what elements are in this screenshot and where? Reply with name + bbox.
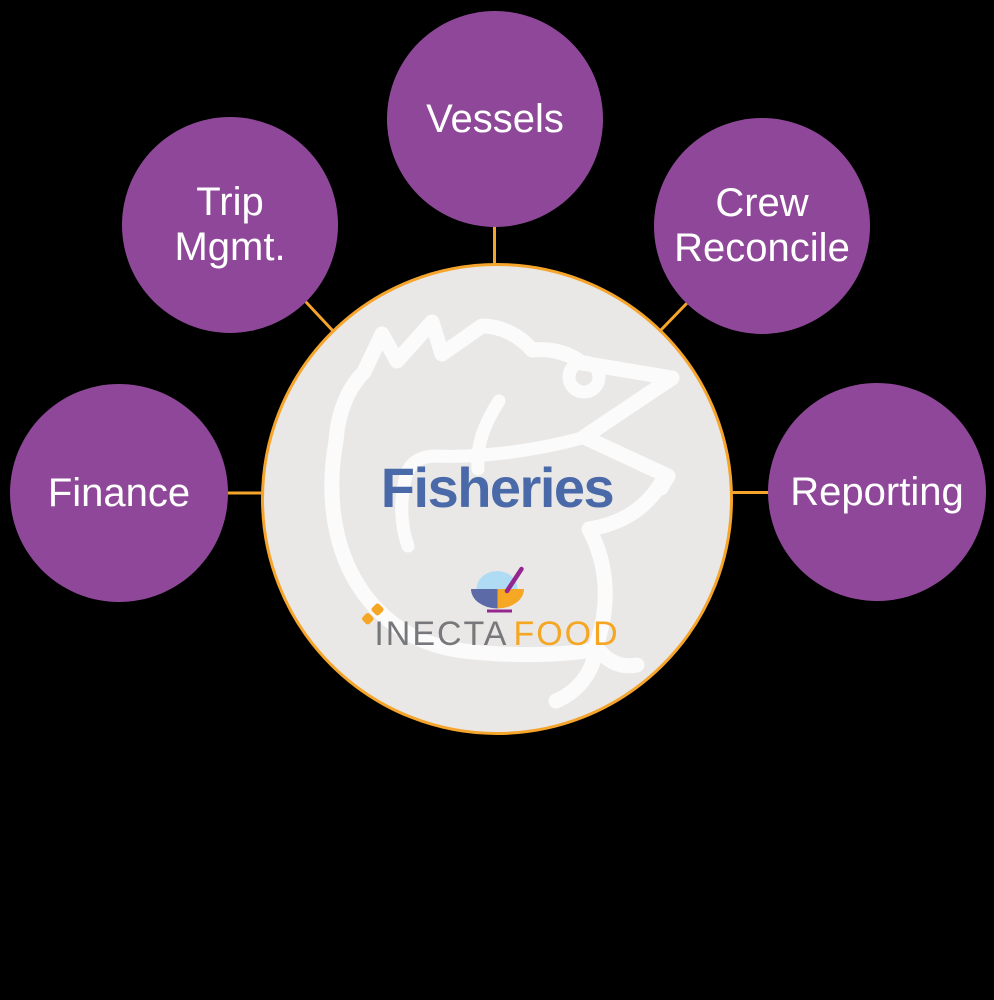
inecta-food-logo: INECTA FOOD bbox=[264, 565, 730, 651]
node-trip-mgmt: Trip Mgmt. bbox=[122, 117, 338, 333]
node-finance-label: Finance bbox=[47, 470, 191, 515]
bowl-icon bbox=[470, 566, 524, 613]
connector-trip-mgmt bbox=[303, 299, 336, 334]
brand-wordmark: INECTA FOOD bbox=[362, 603, 620, 653]
fish-eye bbox=[562, 355, 606, 399]
hub-title: Fisheries bbox=[380, 456, 615, 519]
node-reporting-label: Reporting bbox=[790, 469, 964, 514]
connector-crew-reconcile bbox=[657, 299, 691, 334]
fish-icon bbox=[324, 314, 680, 709]
node-crew-reconcile-label: Crew Reconcile bbox=[674, 181, 850, 270]
brand-name-inecta: INECTA bbox=[374, 615, 509, 653]
node-trip-mgmt-label: Trip Mgmt. bbox=[174, 180, 286, 269]
node-vessels-label: Vessels bbox=[426, 96, 564, 141]
node-vessels: Vessels bbox=[387, 11, 603, 227]
node-finance: Finance bbox=[10, 384, 228, 602]
node-reporting: Reporting bbox=[768, 383, 986, 601]
inecta-spark-icon bbox=[362, 603, 384, 625]
hub-circle: Fisheries INECTA FOOD bbox=[261, 263, 733, 735]
brand-name-food: FOOD bbox=[513, 615, 620, 653]
node-crew-reconcile: Crew Reconcile bbox=[654, 118, 870, 334]
